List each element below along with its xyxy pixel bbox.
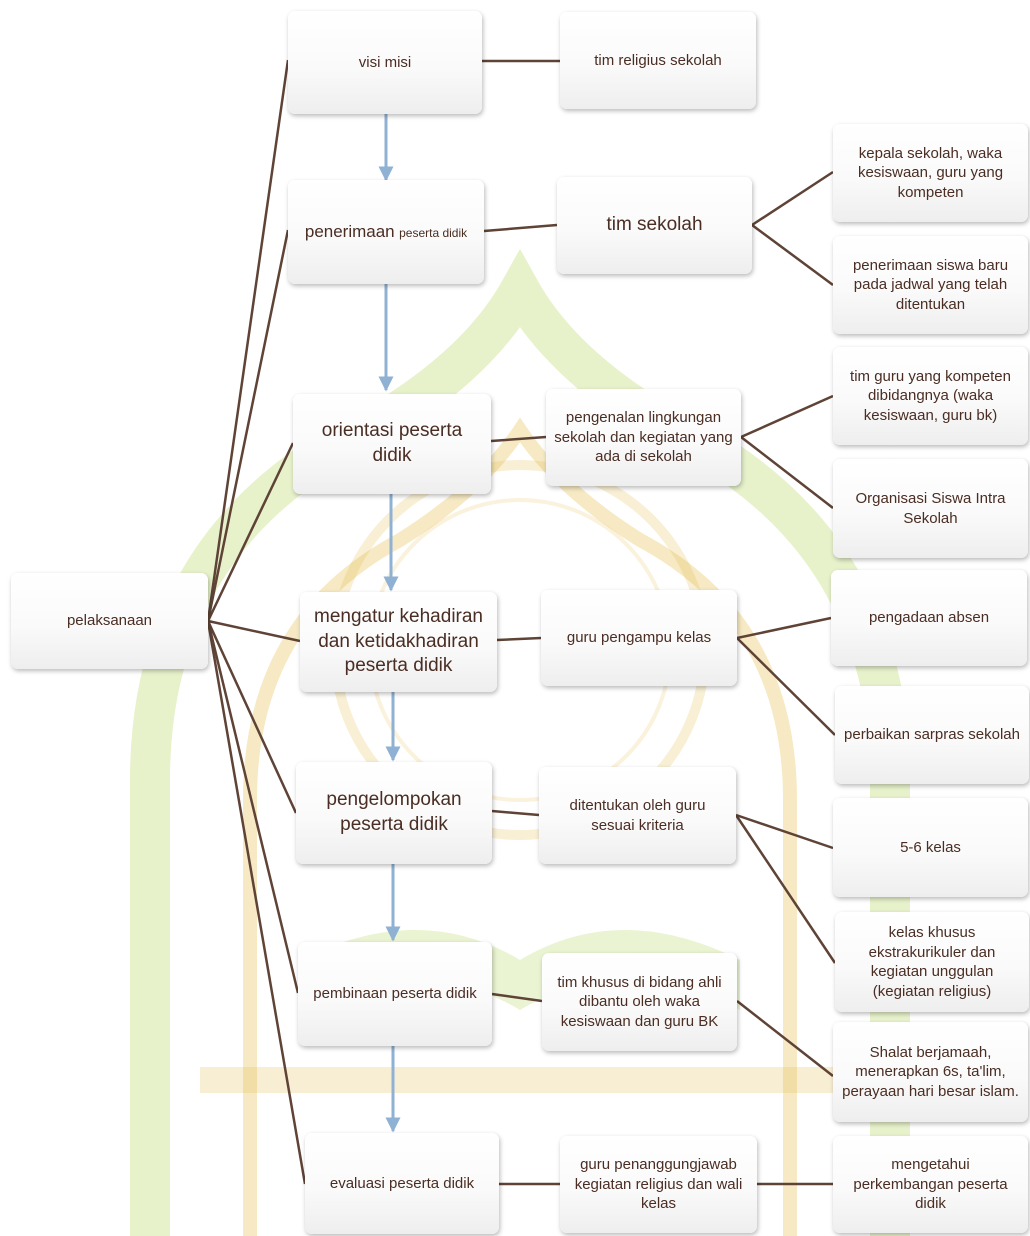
step-node-evaluasi: evaluasi peserta didik [305, 1133, 499, 1234]
detail-node-perbaikan-sarpras: perbaikan sarpras sekolah [835, 686, 1029, 784]
detail-node-osis: Organisasi Siswa Intra Sekolah [833, 459, 1028, 558]
detail-node-pengadaan-absen: pengadaan absen [831, 570, 1027, 666]
root-node-label: pelaksanaan [66, 612, 153, 630]
step-node-label-small: peserta didik [399, 225, 468, 240]
step-node-label: pembinaan peserta didik [313, 985, 477, 1003]
detail-node-shalat-berjamaah: Shalat berjamaah, menerapkan 6s, ta'lim,… [833, 1022, 1028, 1122]
detail-node-5-6-kelas: 5-6 kelas [833, 798, 1028, 897]
detail-node-label: perbaikan sarpras sekolah [844, 726, 1020, 744]
actor-node-guru-pengampu: guru pengampu kelas [541, 590, 737, 686]
root-node-pelaksanaan: pelaksanaan [11, 573, 208, 669]
step-node-label: visi misi [358, 53, 412, 71]
step-node-label: orientasi peserta didik [321, 420, 463, 466]
detail-node-label: tim guru yang kompeten dibidangnya (waka… [850, 367, 1011, 424]
step-node-pengelompokan: pengelompokan peserta didik [296, 762, 492, 864]
detail-node-mengetahui-perkembangan: mengetahui perkembangan peserta didik [833, 1136, 1028, 1233]
step-node-penerimaan: penerimaan peserta didik [288, 180, 484, 284]
detail-node-label: penerimaan siswa baru pada jadwal yang t… [852, 256, 1009, 313]
detail-node-label: mengetahui perkembangan peserta didik [853, 1156, 1008, 1213]
detail-node-label: kepala sekolah, waka kesiswaan, guru yan… [857, 144, 1004, 201]
actor-node-label: tim khusus di bidang ahli dibantu oleh w… [557, 973, 722, 1030]
detail-node-tim-guru: tim guru yang kompeten dibidangnya (waka… [833, 347, 1028, 445]
detail-node-label: kelas khusus ekstrakurikuler dan kegiata… [868, 924, 996, 1000]
step-node-visi-misi: visi misi [288, 11, 482, 114]
step-node-pembinaan: pembinaan peserta didik [298, 942, 492, 1046]
actor-node-label: ditentukan oleh guru sesuai kriteria [569, 797, 706, 834]
actor-node-tim-religius: tim religius sekolah [560, 12, 756, 109]
step-node-kehadiran: mengatur kehadiran dan ketidakhadiran pe… [300, 592, 497, 692]
step-node-label: evaluasi peserta didik [329, 1174, 475, 1192]
step-node-label: mengatur kehadiran dan ketidakhadiran pe… [314, 605, 483, 677]
detail-node-label: Organisasi Siswa Intra Sekolah [855, 490, 1006, 527]
actor-node-label: guru penanggungjawab kegiatan religius d… [574, 1156, 743, 1213]
actor-node-guru-penanggungjawab: guru penanggungjawab kegiatan religius d… [560, 1136, 757, 1233]
actor-node-tim-khusus: tim khusus di bidang ahli dibantu oleh w… [542, 953, 737, 1051]
step-node-label: pengelompokan peserta didik [326, 789, 462, 835]
actor-node-tim-sekolah: tim sekolah [557, 177, 752, 274]
actor-node-label: tim sekolah [606, 214, 703, 236]
detail-node-kepala-sekolah: kepala sekolah, waka kesiswaan, guru yan… [833, 124, 1028, 222]
actor-node-label: pengenalan lingkungan sekolah dan kegiat… [554, 409, 733, 466]
step-node-orientasi: orientasi peserta didik [293, 394, 491, 494]
actor-node-label: tim religius sekolah [594, 51, 722, 69]
actor-node-ditentukan: ditentukan oleh guru sesuai kriteria [539, 767, 736, 864]
actor-node-label: guru pengampu kelas [566, 629, 712, 647]
detail-node-label: 5-6 kelas [900, 838, 961, 856]
detail-node-penerimaan-siswa: penerimaan siswa baru pada jadwal yang t… [833, 236, 1028, 334]
detail-node-kelas-khusus: kelas khusus ekstrakurikuler dan kegiata… [835, 912, 1029, 1012]
step-node-label: penerimaan [304, 221, 395, 241]
detail-node-label: pengadaan absen [868, 609, 990, 627]
actor-node-pengenalan: pengenalan lingkungan sekolah dan kegiat… [546, 389, 741, 486]
detail-node-label: Shalat berjamaah, menerapkan 6s, ta'lim,… [842, 1043, 1019, 1100]
